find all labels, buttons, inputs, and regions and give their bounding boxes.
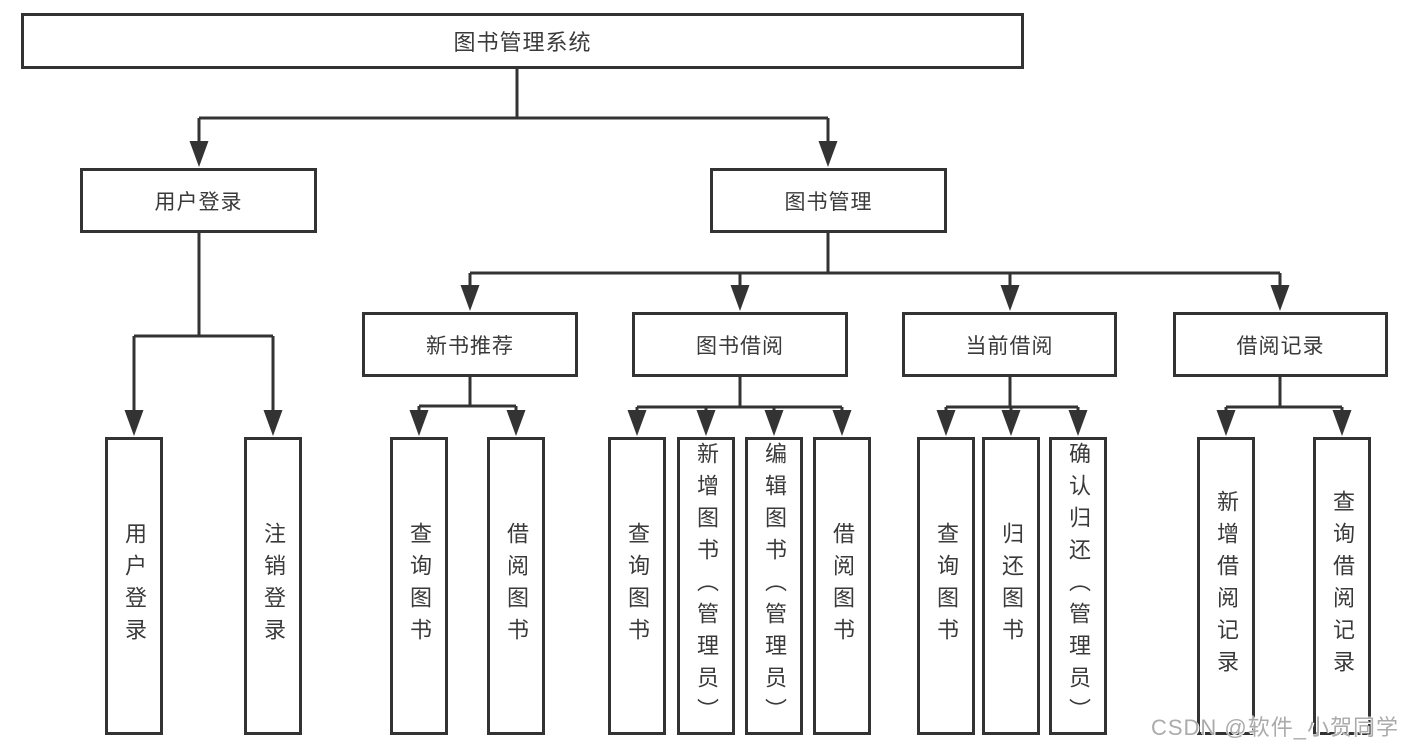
leaf-edit-book-admin: 编辑图书（管理员）	[745, 437, 803, 735]
leaf-return-books: 归还图书	[982, 437, 1040, 735]
leaf-user-login: 用户登录	[105, 437, 163, 735]
leaf-logout: 注销登录	[244, 437, 302, 735]
leaf-edit-book-admin-label: 编辑图书（管理员）	[762, 442, 787, 730]
leaf-query-books-current: 查询图书	[917, 437, 975, 735]
leaf-query-books-recommend-label: 查询图书	[407, 522, 432, 650]
leaf-query-borrow-record-label: 查询借阅记录	[1330, 490, 1355, 682]
leaf-add-book-admin-label: 新增图书（管理员）	[694, 442, 719, 730]
leaf-return-books-label: 归还图书	[999, 522, 1024, 650]
leaf-query-books-borrowing-label: 查询图书	[625, 522, 650, 650]
node-library-management-system: 图书管理系统	[21, 13, 1024, 69]
node-current-borrowing: 当前借阅	[902, 312, 1117, 377]
node-book-borrowing: 图书借阅	[632, 312, 848, 377]
node-new-book-recommend: 新书推荐	[362, 312, 578, 377]
node-user-login-branch: 用户登录	[80, 168, 317, 233]
leaf-confirm-return-admin-label: 确认归还（管理员）	[1066, 442, 1091, 730]
leaf-add-borrow-record: 新增借阅记录	[1197, 437, 1255, 735]
csdn-watermark: CSDN @软件_小贺同学	[1150, 715, 1399, 740]
leaf-query-books-current-label: 查询图书	[934, 522, 959, 650]
leaf-borrow-books-borrowing: 借阅图书	[813, 437, 871, 735]
leaf-query-books-borrowing: 查询图书	[608, 437, 666, 735]
leaf-user-login-label: 用户登录	[122, 522, 147, 650]
leaf-borrow-books-recommend-label: 借阅图书	[504, 522, 529, 650]
node-book-management: 图书管理	[710, 168, 947, 233]
leaf-add-borrow-record-label: 新增借阅记录	[1214, 490, 1239, 682]
leaf-borrow-books-recommend: 借阅图书	[487, 437, 545, 735]
leaf-add-book-admin: 新增图书（管理员）	[677, 437, 735, 735]
leaf-borrow-books-borrowing-label: 借阅图书	[830, 522, 855, 650]
leaf-logout-label: 注销登录	[261, 522, 286, 650]
leaf-query-books-recommend: 查询图书	[390, 437, 448, 735]
node-borrowing-records: 借阅记录	[1173, 312, 1388, 377]
leaf-confirm-return-admin: 确认归还（管理员）	[1049, 437, 1107, 735]
leaf-query-borrow-record: 查询借阅记录	[1313, 437, 1371, 735]
